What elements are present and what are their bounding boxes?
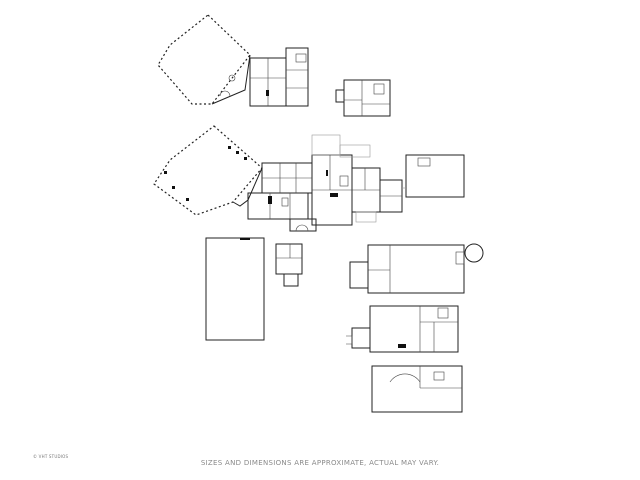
- upper-floor-plan: [157, 14, 309, 107]
- lower-level-plan-a: [346, 305, 459, 353]
- detached-building: [405, 154, 465, 198]
- round-tower: [464, 243, 484, 263]
- tower-level-plan: [349, 243, 484, 294]
- octagonal-great-room: [157, 14, 251, 105]
- main-floor-plan: [153, 125, 465, 232]
- lower-level-main: [369, 305, 459, 353]
- basement-main: [371, 365, 463, 413]
- front-porch: [289, 218, 317, 232]
- outbuilding-tail: [283, 273, 299, 287]
- upper-annex-plan: [335, 79, 391, 117]
- small-outbuilding-plan: [275, 243, 303, 287]
- outbuilding-main: [275, 243, 303, 275]
- vht-studios-credit: © VHT STUDIOS: [33, 454, 69, 459]
- barn-space: [205, 237, 265, 341]
- basement-plan: [371, 365, 463, 413]
- tower-level-main: [367, 244, 465, 294]
- upper-wing-block-b: [285, 47, 309, 107]
- barn-plan: [205, 237, 265, 341]
- main-wing-southwest: [247, 192, 309, 220]
- annex-main: [343, 79, 391, 117]
- dimensions-disclaimer: SIZES AND DIMENSIONS ARE APPROXIMATE, AC…: [200, 459, 440, 467]
